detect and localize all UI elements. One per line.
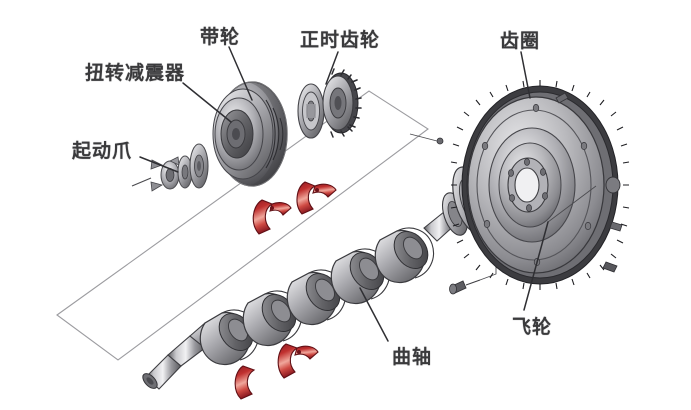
spacer-ring-part — [297, 83, 325, 139]
label-timing-gear: 正时齿轮 — [300, 29, 381, 51]
bearing-shell-upper-1 — [252, 199, 292, 235]
flywheel-part — [409, 80, 630, 290]
label-ring-gear: 齿圈 — [500, 30, 541, 52]
flywheel-studs — [555, 92, 623, 273]
flywheel-bolt — [449, 279, 481, 295]
bearing-shell-lower-1 — [234, 365, 256, 400]
pulley-part — [212, 81, 288, 187]
timing-gear-part — [322, 68, 362, 138]
leader-timing-gear — [325, 51, 339, 85]
label-torsional-damper: 扭转减震器 — [85, 62, 186, 84]
label-flywheel: 飞轮 — [512, 316, 553, 338]
leader-ring-gear — [520, 51, 531, 99]
leader-starting-claw — [139, 156, 179, 173]
starting-claw-part — [131, 143, 209, 192]
flywheel-dowel-pin — [409, 133, 444, 145]
label-pulley: 带轮 — [200, 26, 241, 48]
leader-flywheel — [523, 221, 549, 311]
bearing-shell-lower-2 — [277, 343, 319, 379]
label-starting-claw: 起动爪 — [72, 140, 133, 162]
bearing-shell-upper-2 — [296, 181, 337, 215]
leader-torsional-damper — [182, 82, 232, 123]
leader-crankshaft — [359, 287, 389, 342]
label-crankshaft: 曲轴 — [392, 346, 433, 368]
leader-pulley — [228, 46, 253, 101]
label-leader-lines — [139, 46, 549, 342]
crankshaft-part — [142, 164, 498, 390]
